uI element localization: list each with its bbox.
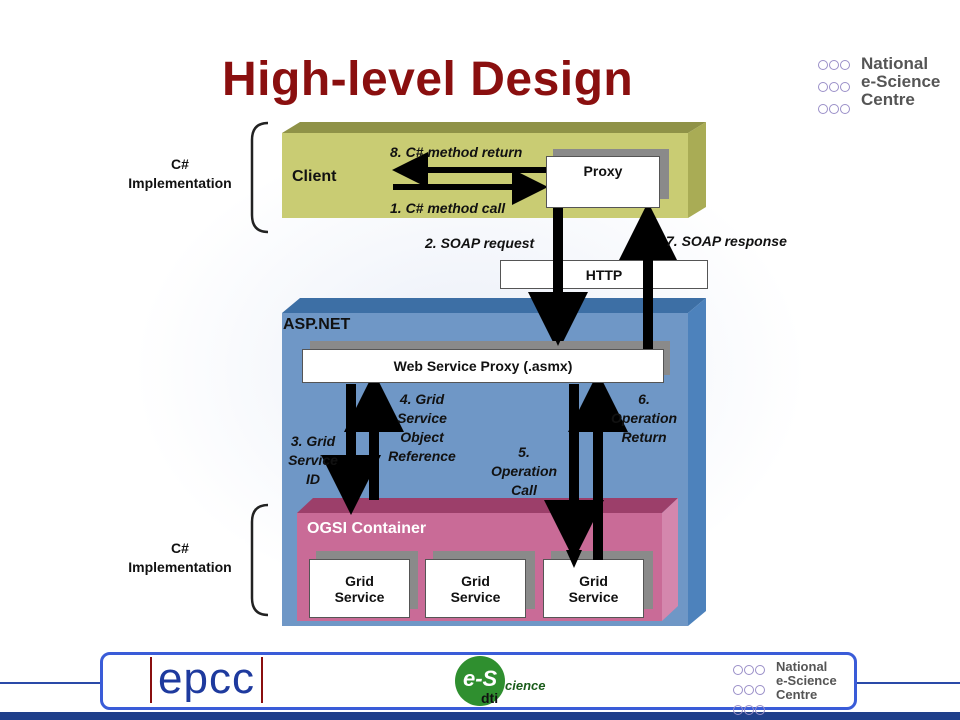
grid-service-2: Grid Service (425, 559, 526, 618)
method-call-label: 1. C# method call (390, 200, 506, 216)
web-service-proxy-box: Web Service Proxy (.asmx) (302, 349, 664, 383)
step5-line1: 5. (518, 444, 530, 460)
impl-top-line1: C# (171, 156, 189, 172)
brace-top (250, 121, 269, 234)
nesc-footer-circles-icon (733, 662, 773, 720)
nesc-line2: e-Science (861, 72, 941, 91)
step4-line2: Service (397, 410, 447, 426)
nesc-circles-icon (818, 57, 858, 119)
impl-label-bottom: C# Implementation (115, 539, 245, 581)
http-label: HTTP (585, 266, 623, 283)
nesc-line1: National (861, 54, 929, 73)
grid2-line1: Grid (461, 572, 490, 589)
soap-request-label: 2. SOAP request (425, 235, 535, 251)
grid3-line2: Service (568, 588, 619, 605)
grid2-line2: Service (450, 588, 501, 605)
grid3-line1: Grid (579, 572, 608, 589)
nesc-logo-footer: National e-Science Centre (733, 659, 853, 715)
grid1-line2: Service (334, 588, 385, 605)
escience-suffix: cience (505, 678, 546, 693)
proxy-box: Proxy (546, 156, 660, 208)
step4-line1: 4. Grid (399, 391, 445, 407)
step6-line1: 6. (638, 391, 650, 407)
client-label: Client (292, 168, 337, 185)
escience-text: e-S (463, 666, 498, 691)
grid1-line1: Grid (345, 572, 374, 589)
brace-bottom (250, 503, 269, 617)
web-service-proxy-label: Web Service Proxy (.asmx) (393, 358, 573, 374)
aspnet-label: ASP.NET (283, 316, 351, 333)
impl-bottom-line1: C# (171, 540, 189, 556)
impl-top-line2: Implementation (128, 175, 232, 191)
step5-line2: Operation (490, 463, 558, 479)
step5-line3: Call (511, 482, 537, 498)
epcc-text: epcc (158, 654, 255, 703)
step3-line1: 3. Grid (290, 433, 336, 449)
impl-bottom-line2: Implementation (128, 559, 232, 575)
step4-line4: Reference (388, 448, 456, 464)
grid-service-3: Grid Service (543, 559, 644, 618)
step3-label: 3. Grid Service ID (276, 432, 350, 489)
step6-line2: Operation (610, 410, 678, 426)
nesc-logo-top: National e-Science Centre (818, 54, 958, 114)
step6-label: 6. Operation Return (602, 390, 686, 447)
step6-line3: Return (621, 429, 667, 445)
nesc-line3: Centre (861, 90, 915, 109)
nesc-footer-line1: National (776, 659, 828, 674)
soap-response-label: 7. SOAP response (666, 233, 787, 249)
epcc-logo: epcc (150, 657, 263, 703)
method-return-label: 8. C# method return (390, 144, 523, 160)
step5-label: 5. Operation Call (482, 443, 566, 500)
escience-logo: e-S cience dti (455, 656, 565, 708)
grid-service-1: Grid Service (309, 559, 410, 618)
step3-line3: ID (306, 471, 320, 487)
step4-line3: Object (400, 429, 444, 445)
proxy-label: Proxy (583, 163, 623, 179)
dti-text: dti (481, 690, 499, 706)
step4-label: 4. Grid Service Object Reference (382, 390, 462, 466)
nesc-footer-line2: e-Science (776, 673, 837, 688)
impl-label-top: C# Implementation (115, 155, 245, 197)
http-box: HTTP (500, 260, 708, 289)
step3-line2: Service (288, 452, 338, 468)
escience-globe-icon (455, 656, 505, 706)
nesc-footer-line3: Centre (776, 687, 818, 702)
page-title: High-level Design (222, 53, 634, 106)
footer-bar (0, 712, 960, 720)
ogsi-label: OGSI Container (307, 520, 427, 537)
